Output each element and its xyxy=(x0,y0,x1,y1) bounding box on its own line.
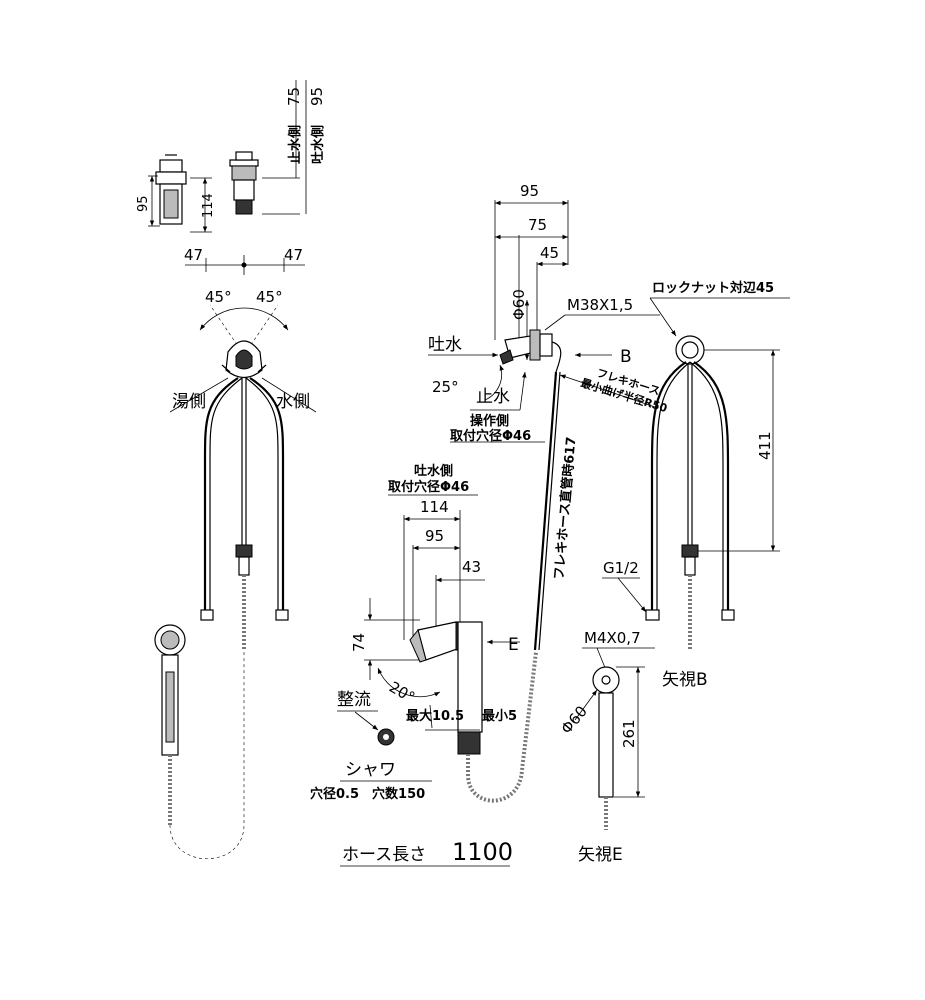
side-dim-95: 95 xyxy=(520,182,539,200)
stop-label: 止水 xyxy=(476,387,510,407)
cartridge-small-drawing xyxy=(155,154,187,225)
spout-label: 吐水 xyxy=(428,335,462,355)
spout-hole-1: 吐水側 xyxy=(414,463,453,479)
spout-hole-2: 取付穴径Φ46 xyxy=(388,479,469,495)
valve-top-drawing xyxy=(229,151,259,215)
side-dia-60: Φ60 xyxy=(510,289,528,320)
shower-face-icon xyxy=(377,728,395,746)
angle-20: 20° xyxy=(386,678,418,707)
center-mark-icon xyxy=(241,262,247,268)
operation-hole-1: 操作側 xyxy=(470,413,509,429)
shower-detail-group: 吐水側 取付穴径Φ46 114 95 43 74 E 20° 最大10.5 xyxy=(310,463,538,867)
side-dim-45: 45 xyxy=(540,244,559,262)
dim-95: 95 xyxy=(308,87,326,106)
angle-45-right: 45° xyxy=(256,288,283,306)
view-e-dia-60: Φ60 xyxy=(557,702,591,737)
dim-411: 411 xyxy=(756,431,774,460)
shower-head-side-drawing xyxy=(409,621,538,803)
view-e-group: M4X0,7 Φ60 261 矢視E xyxy=(557,629,655,865)
faucet-front-drawing xyxy=(200,340,289,650)
lock-nut-label: ロックナット対辺45 xyxy=(652,280,774,296)
operation-hole-2: 取付穴径Φ46 xyxy=(450,428,531,444)
top-view-group: 95 114 75 95 止水側 吐水側 xyxy=(136,80,326,233)
shower-label: シャワ xyxy=(345,760,396,780)
hand-shower-drawing xyxy=(154,624,245,859)
faucet-side-drawing xyxy=(499,329,562,651)
flow-label: 整流 xyxy=(337,690,371,710)
front-view-group: 47 47 45° 45° 湯側 水 xyxy=(169,246,317,650)
dim-95-side: 95 xyxy=(136,195,151,212)
view-b-title: 矢視B xyxy=(662,670,708,690)
angle-45-left: 45° xyxy=(205,288,232,306)
hose-length-value: 1100 xyxy=(452,838,513,866)
shower-dim-114: 114 xyxy=(420,498,449,516)
dim-261: 261 xyxy=(620,719,638,748)
hot-side-label: 湯側 xyxy=(172,392,206,412)
view-b-group: ロックナット対辺45 411 G1/2 矢視B xyxy=(602,280,790,690)
arrow-e-label: E xyxy=(508,635,519,655)
label-spout-side: 吐水側 xyxy=(310,125,326,164)
angle-25: 25° xyxy=(432,378,459,396)
faucet-view-b-drawing xyxy=(645,335,735,650)
dim-47-right: 47 xyxy=(284,246,303,264)
shower-dim-43: 43 xyxy=(462,558,481,576)
shower-dim-74: 74 xyxy=(350,633,368,652)
hose-length-label: ホース長さ xyxy=(342,845,426,865)
side-thread-m38: M38X1,5 xyxy=(567,296,633,314)
side-dim-75: 75 xyxy=(528,216,547,234)
max-label: 最大10.5 xyxy=(406,708,464,724)
m4-thread-label: M4X0,7 xyxy=(584,629,641,647)
flex-length-label: フレキホース直管時617 xyxy=(551,436,579,580)
hanger-drawing xyxy=(592,666,620,830)
hole-spec-label: 穴径0.5 穴数150 xyxy=(310,786,425,802)
shower-dim-95: 95 xyxy=(425,527,444,545)
view-e-title: 矢視E xyxy=(578,845,623,865)
dim-75: 75 xyxy=(285,87,303,106)
dim-114-side: 114 xyxy=(201,193,216,218)
g-half-label: G1/2 xyxy=(603,559,639,577)
label-stop-side: 止水側 xyxy=(287,125,303,164)
dim-47-left: 47 xyxy=(184,246,203,264)
min-label: 最小5 xyxy=(482,709,517,724)
arrow-b-label: B xyxy=(620,347,632,367)
cold-side-label: 水側 xyxy=(276,392,310,412)
